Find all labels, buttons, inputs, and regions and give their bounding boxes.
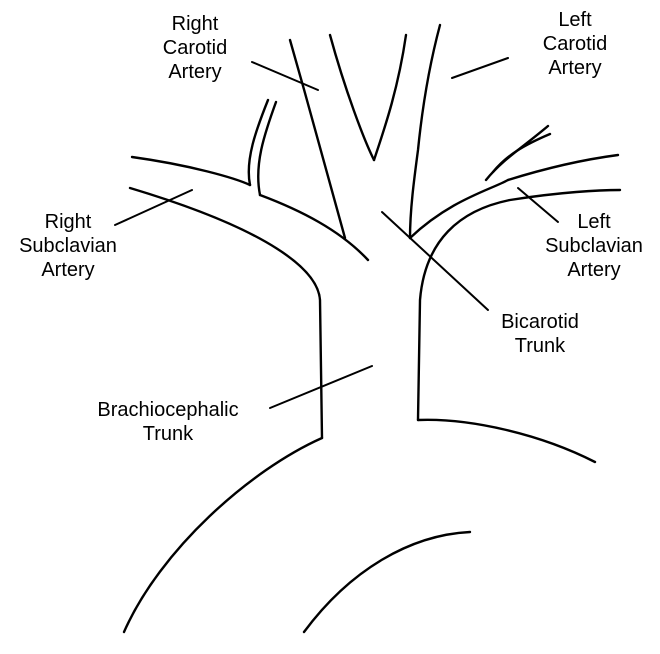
right-carotid-artery-label: Right Carotid Artery [140, 12, 250, 84]
left-carotid-inner-wall [374, 35, 406, 160]
right-carotid-inner-wall [330, 35, 374, 160]
right-carotid-outer-wall [290, 40, 345, 238]
right-subclavian-upper-wall [132, 157, 250, 185]
aortic-arch-inner [304, 532, 470, 632]
aortic-arch-outer-left [124, 438, 322, 632]
leader-right-carotid [252, 62, 318, 90]
leader-bicarotid [382, 212, 488, 310]
leader-left-carotid [452, 58, 508, 78]
left-subclavian-artery-label: Left Subclavian Artery [532, 210, 656, 282]
left-carotid-artery-label: Left Carotid Artery [520, 8, 630, 80]
left-carotid-outer-wall [410, 25, 440, 238]
aortic-arch-outer-right [418, 420, 595, 462]
bicarotid-trunk-label: Bicarotid Trunk [480, 310, 600, 358]
brachiocephalic-trunk-label: Brachiocephalic Trunk [68, 398, 268, 446]
left-vertebral-branch-inner [493, 134, 550, 172]
left-subclavian-inner-wall [410, 180, 508, 238]
right-subclavian-inner-wall [260, 195, 368, 260]
left-subclavian-upper-wall [508, 155, 618, 180]
right-subclavian-artery-label: Right Subclavian Artery [6, 210, 130, 282]
